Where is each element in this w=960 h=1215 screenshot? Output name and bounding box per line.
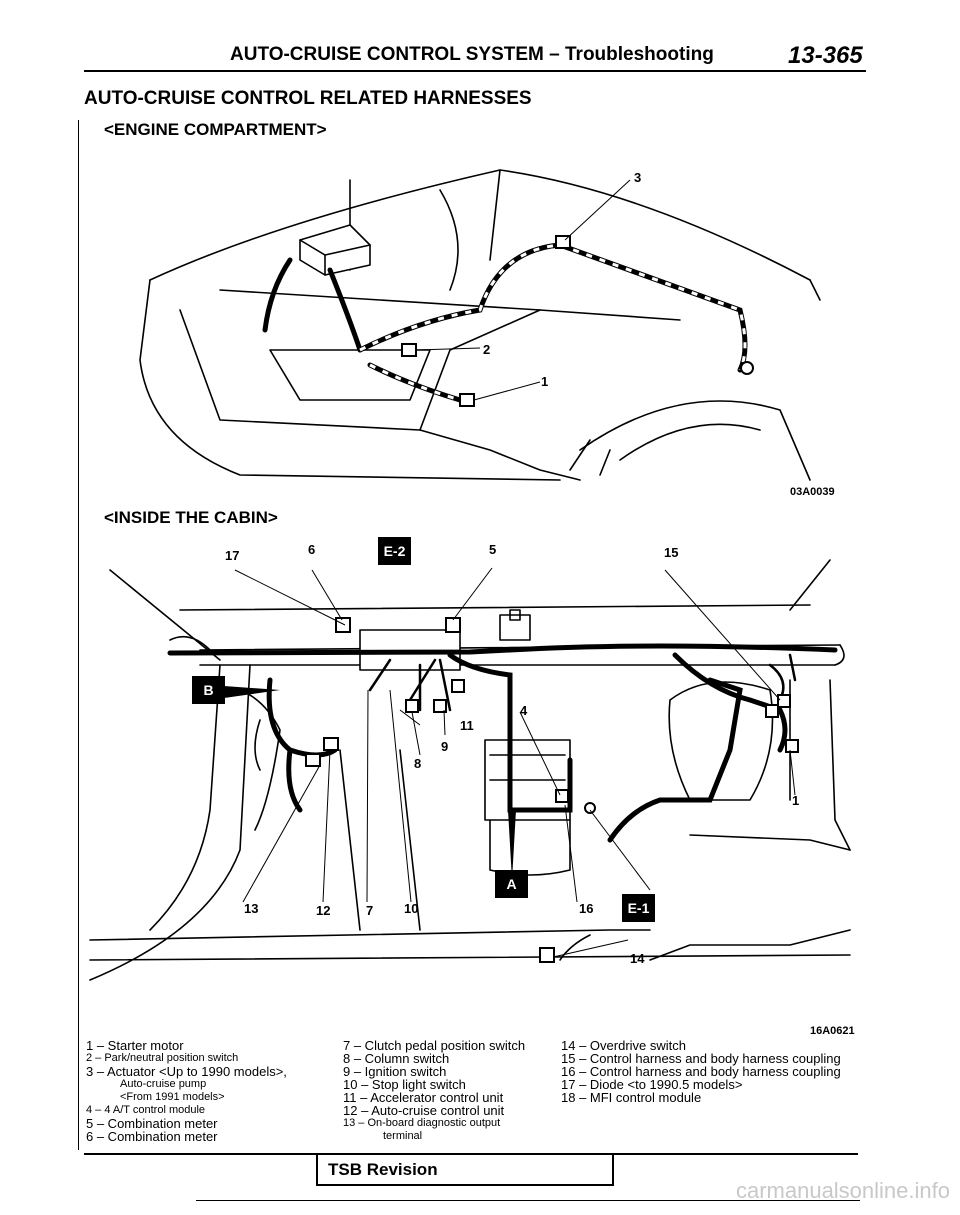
connector-tag: E-1 <box>622 894 655 922</box>
legend-item: 10 – Stop light switch <box>343 1077 466 1092</box>
legend-item: <From 1991 models> <box>120 1091 225 1103</box>
legend-item: Auto-cruise pump <box>120 1078 207 1090</box>
connector-tag: A <box>495 870 528 898</box>
section-title: AUTO-CRUISE CONTROL RELATED HARNESSES <box>84 88 532 109</box>
tsb-revision-box: TSB Revision <box>316 1154 614 1186</box>
connector-tag: B <box>192 676 225 704</box>
legend-item: 11 – Accelerator control unit <box>343 1090 504 1105</box>
callout-label: 7 <box>366 903 374 918</box>
callout-label: 3 <box>634 170 642 185</box>
callout-label: 5 <box>489 542 497 557</box>
callout-label: 1 <box>541 374 549 389</box>
figure-code: 16A0621 <box>810 1025 855 1037</box>
callout-label: 11 <box>460 718 474 733</box>
margin-rule <box>78 120 79 1150</box>
callout-label: 17 <box>225 548 240 563</box>
callout-label: 2 <box>483 342 491 357</box>
callout-label: 13 <box>244 901 259 916</box>
legend-item: terminal <box>383 1130 423 1142</box>
legend-item: 13 – On-board diagnostic output <box>343 1117 501 1129</box>
legend-item: 5 – Combination meter <box>86 1116 218 1131</box>
callout-label: 10 <box>404 901 419 916</box>
callout-label: 8 <box>414 756 422 771</box>
legend-item: 4 – 4 A/T control module <box>86 1104 206 1116</box>
callout-label: 1 <box>792 793 800 808</box>
callout-label: 12 <box>316 903 331 918</box>
inside-cabin-heading: <INSIDE THE CABIN> <box>104 508 278 527</box>
bottom-rule <box>84 1153 858 1155</box>
legend-item: 16 – Control harness and body harness co… <box>561 1064 841 1079</box>
header-title: AUTO-CRUISE CONTROL SYSTEM – Troubleshoo… <box>230 44 714 65</box>
callout-label: 16 <box>579 901 594 916</box>
legend-item: 6 – Combination meter <box>86 1129 218 1144</box>
tsb-revision-label: TSB Revision <box>328 1160 438 1179</box>
page-number: 13-365 <box>788 42 863 69</box>
cabin-diagram <box>89 559 851 981</box>
legend-column: 1 – Starter motor 2 – Park/neutral posit… <box>86 1039 287 1143</box>
header-rule <box>84 70 866 72</box>
legend-item: 17 – Diode <to 1990.5 models> <box>561 1077 743 1092</box>
legend-column: 14 – Overdrive switch 15 – Control harne… <box>561 1039 841 1104</box>
legend-item: 7 – Clutch pedal position switch <box>343 1038 526 1053</box>
legend-item: 14 – Overdrive switch <box>561 1038 686 1053</box>
callout-label: 4 <box>520 703 528 718</box>
callout-label: 14 <box>630 951 645 966</box>
footer-rule <box>196 1200 860 1201</box>
connector-tag: E-2 <box>378 537 411 565</box>
legend-item: 18 – MFI control module <box>561 1090 702 1105</box>
legend-item: 9 – Ignition switch <box>343 1064 447 1079</box>
legend-item: 12 – Auto-cruise control unit <box>343 1103 505 1118</box>
legend-item: 3 – Actuator <Up to 1990 models>, <box>86 1064 287 1079</box>
engine-compartment-diagram <box>139 169 821 481</box>
engine-compartment-heading: <ENGINE COMPARTMENT> <box>104 120 327 139</box>
legend-item: 1 – Starter motor <box>86 1038 184 1053</box>
legend-item: 15 – Control harness and body harness co… <box>561 1051 841 1066</box>
callout-label: 15 <box>664 545 679 560</box>
legend-column: 7 – Clutch pedal position switch 8 – Col… <box>343 1039 525 1143</box>
callout-label: 9 <box>441 739 449 754</box>
watermark: carmanualsonline.info <box>735 1178 950 1203</box>
legend-item: 8 – Column switch <box>343 1051 450 1066</box>
legend-item: 2 – Park/neutral position switch <box>86 1052 239 1064</box>
figure-code: 03A0039 <box>790 486 835 498</box>
callout-label: 6 <box>308 542 316 557</box>
